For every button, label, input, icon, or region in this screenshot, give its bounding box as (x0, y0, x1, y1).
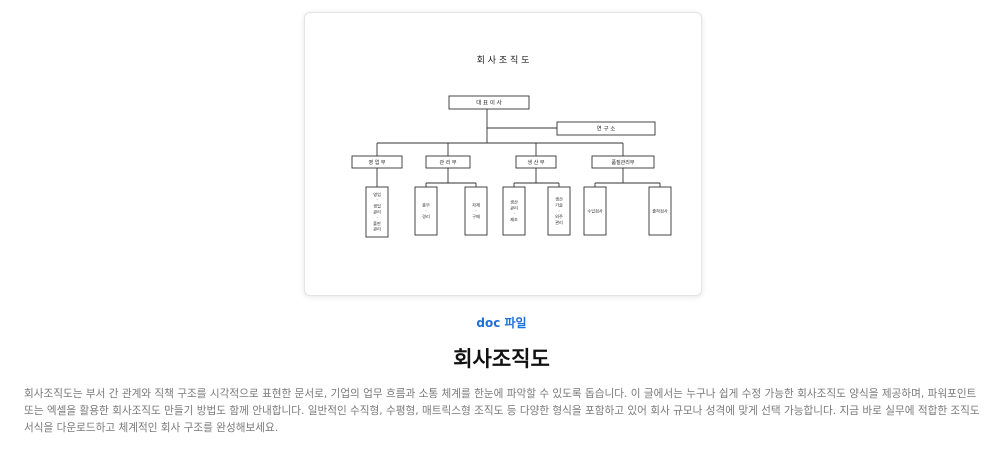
lab-box: 연 구 소 (556, 121, 656, 136)
team-box: 수입검사 (583, 186, 607, 236)
department-box: 품질관리부 (591, 155, 655, 169)
team-box: 출하검사 (648, 186, 672, 236)
page-title: 회사조직도 (453, 347, 550, 371)
department-box-label: 생 산 부 (528, 159, 545, 166)
document-heading: 회 사 조 직 도 (477, 55, 530, 66)
page-description: 회사조직도는 부서 간 관계와 직책 구조를 시각적으로 표현한 문서로, 기업… (24, 388, 980, 434)
department-box: 관 리 부 (425, 155, 471, 169)
org-chart-connectors (376, 109, 661, 187)
team-box-label: 수입검사 (587, 207, 603, 214)
department-box: 생 산 부 (515, 155, 557, 169)
team-box: 총무·경리 (414, 186, 438, 236)
ceo-box-label: 대 표 이 사 (476, 99, 502, 107)
department-box-label: 관 리 부 (440, 159, 457, 166)
team-box-label: 총무·경리 (422, 202, 430, 221)
file-type-link[interactable]: doc 파일 (476, 316, 527, 330)
department-box-label: 품질관리부 (611, 159, 634, 166)
lab-box-label: 연 구 소 (597, 125, 616, 133)
department-box-label: 영 업 부 (369, 159, 386, 166)
team-box: 자재·구매 (464, 186, 488, 236)
department-box: 영 업 부 (351, 155, 403, 169)
ceo-box: 대 표 이 사 (448, 95, 530, 110)
team-box-label: 출하검사 (652, 207, 668, 214)
team-box-label: 자재·구매 (472, 202, 480, 221)
